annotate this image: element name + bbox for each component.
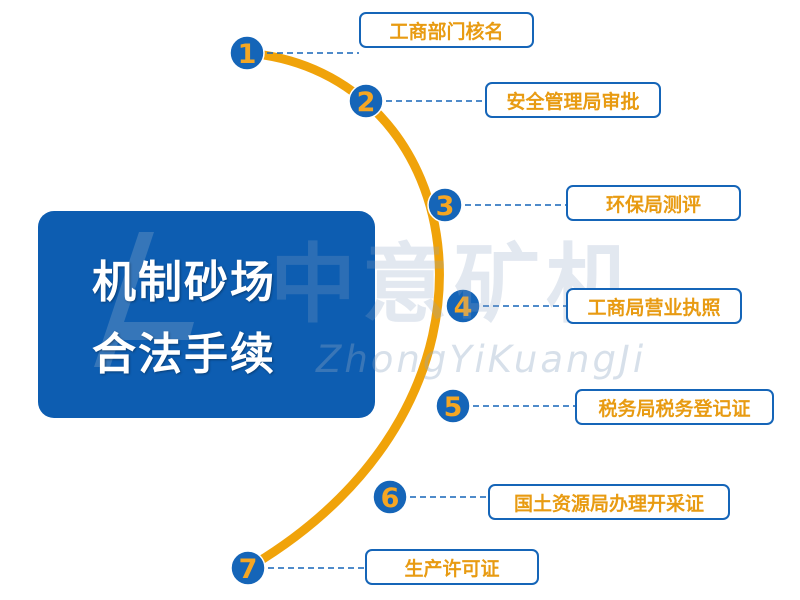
step-node-1: 1	[229, 35, 265, 71]
step-node-6: 6	[372, 479, 408, 515]
step-number-5: 5	[444, 392, 463, 423]
step-number-3: 3	[436, 191, 455, 222]
step-node-circle-7	[230, 550, 266, 586]
title-line-2: 合法手续	[92, 329, 276, 380]
step-node-circle-1	[229, 35, 265, 71]
step-label-7: 生产许可证	[365, 549, 539, 585]
title-line-1: 机制砂场	[92, 257, 276, 308]
step-node-circle-6	[372, 479, 408, 515]
step-node-4: 4	[445, 288, 481, 324]
watermark-logo	[94, 232, 194, 367]
title-box	[38, 211, 375, 418]
step-node-5: 5	[435, 388, 471, 424]
step-number-6: 6	[381, 483, 400, 514]
step-node-circle-3	[427, 187, 463, 223]
step-label-2: 安全管理局审批	[485, 82, 661, 118]
step-node-3: 3	[427, 187, 463, 223]
step-node-2: 2	[348, 83, 384, 119]
watermark-english: ZhongYiKuangJi	[316, 338, 647, 381]
step-label-3: 环保局测评	[566, 185, 741, 221]
step-node-circle-4	[445, 288, 481, 324]
step-number-2: 2	[357, 87, 376, 118]
step-node-circle-2	[348, 83, 384, 119]
step-label-4: 工商局营业执照	[566, 288, 742, 324]
timeline-arc	[241, 48, 444, 573]
step-number-4: 4	[454, 292, 473, 323]
step-node-circle-5	[435, 388, 471, 424]
step-label-1: 工商部门核名	[359, 12, 534, 48]
step-label-6: 国土资源局办理开采证	[488, 484, 730, 520]
step-node-7: 7	[230, 550, 266, 586]
step-label-5: 税务局税务登记证	[575, 389, 774, 425]
step-number-1: 1	[238, 39, 257, 70]
step-number-7: 7	[239, 554, 258, 585]
